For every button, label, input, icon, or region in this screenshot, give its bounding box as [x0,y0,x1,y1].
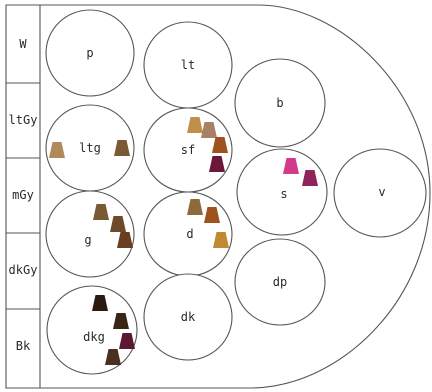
tone-label-lt: lt [181,58,195,72]
swatch-g-1 [93,204,109,220]
swatch-ltg-2 [114,140,130,156]
value-scale-label-mgy: mGy [12,188,34,202]
tone-label-b: b [276,96,283,110]
tone-label-p: p [86,46,93,60]
tone-label-dkg: dkg [83,330,105,344]
value-scale: W ltGy mGy dkGy Bk [9,37,38,353]
tone-label-dk: dk [181,310,196,324]
tone-circle-b [234,58,326,148]
tone-label-s: s [280,187,287,201]
swatch-ltg-1 [49,142,65,158]
swatch-dkg-1 [92,295,108,311]
swatch-sf-3 [212,137,228,153]
swatch-sf-2 [201,122,217,138]
tone-label-d: d [186,227,193,241]
tone-circle-p [45,9,135,97]
swatch-dkg-3 [119,333,135,349]
swatch-dkg-2 [113,313,129,329]
tone-circle-dp [234,238,326,326]
swatch-d-2 [204,207,220,223]
tone-circle-dk [143,273,233,361]
swatch-s-1 [283,158,299,174]
color-swatches [49,117,318,365]
tone-label-dp: dp [273,275,287,289]
swatch-d-1 [187,199,203,215]
tone-label-g: g [84,233,91,247]
tone-label-v: v [378,185,385,199]
tone-circles: p lt b ltg sf s v g d dp dkg dk [45,9,427,375]
value-scale-label-bk: Bk [16,339,31,353]
swatch-s-2 [302,170,318,186]
value-scale-label-w: W [19,37,27,51]
swatch-g-2 [110,216,126,232]
swatch-g-3 [117,232,133,248]
swatch-sf-1 [187,117,203,133]
value-scale-label-ltgy: ltGy [9,113,38,127]
swatch-sf-4 [209,156,225,172]
swatch-d-3 [213,232,229,248]
tone-map-outline [5,4,431,389]
tone-label-sf: sf [181,143,195,157]
tone-circle-v [333,148,427,238]
value-scale-label-dkgy: dkGy [9,263,38,277]
tone-circle-s [236,148,328,236]
tone-circle-g [45,190,135,278]
tone-label-ltg: ltg [79,141,101,155]
swatch-dkg-4 [105,349,121,365]
